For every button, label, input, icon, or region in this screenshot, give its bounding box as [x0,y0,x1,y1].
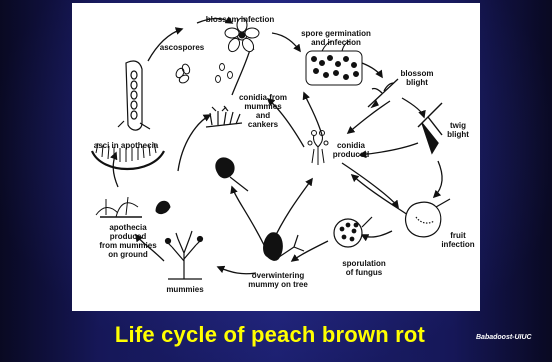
arrow-conidia-to-fruit [342,163,398,207]
arrow-cankers-to-conidia-source [178,115,210,171]
label-apothecia-produced: apothecia produced from mummies on groun… [86,223,170,259]
label-sporulation: sporulation of fungus [334,259,394,277]
twig-blight-illustration [418,103,442,153]
sporulation-illustration [334,217,372,247]
arrow-fruit-back-to-conidia [352,175,408,215]
label-fruit-infection: fruit infection [438,231,478,249]
label-asci-in-apothecia: asci in apothecia [86,141,166,150]
mummy-on-twig-illustration [216,158,248,191]
ascus-illustration [118,61,150,130]
life-cycle-diagram: blossom infection ascospores spore germi… [72,3,480,311]
label-spore-germination: spore germination and infection [288,29,384,47]
label-conidia-from-mummies: conidia from mummies and cankers [232,93,294,129]
conidia-spores [216,64,233,83]
label-ascospores: ascospores [152,43,212,52]
arrow-to-blossom-blight [362,63,382,77]
label-twig-blight: twig blight [440,121,476,139]
label-overwintering: overwintering mummy on tree [238,271,318,289]
slide-title: Life cycle of peach brown rot [60,322,480,348]
arrow-sporulation-to-overwintering [292,241,328,261]
germination-illustration [306,41,362,85]
label-blossom-blight: blossom blight [392,69,442,87]
label-mummies: mummies [160,285,210,294]
arrow-fruit-to-sporulation [362,231,392,237]
slide-credit: Babadoost-UIUC [476,334,532,341]
conidia-produced-illustration [308,131,328,166]
overwintering-mummy-illustration [264,233,304,260]
label-blossom-infection: blossom infection [196,15,284,24]
arrow-conidia-to-germination [304,93,322,135]
mummies-tree-illustration [166,231,203,279]
apothecia-ground-illustration [96,197,170,217]
label-conidia-produced: conidia produced [326,141,376,159]
ascospores-illustration [174,63,191,84]
diagram-artwork [72,3,480,311]
arrow-to-twig-blight [402,98,424,117]
arrow-overwintering-to-conidia [272,179,312,243]
arrow-overwintering-to-conidia-cankers [232,187,264,245]
arrow-twig-to-fruit [434,161,442,197]
